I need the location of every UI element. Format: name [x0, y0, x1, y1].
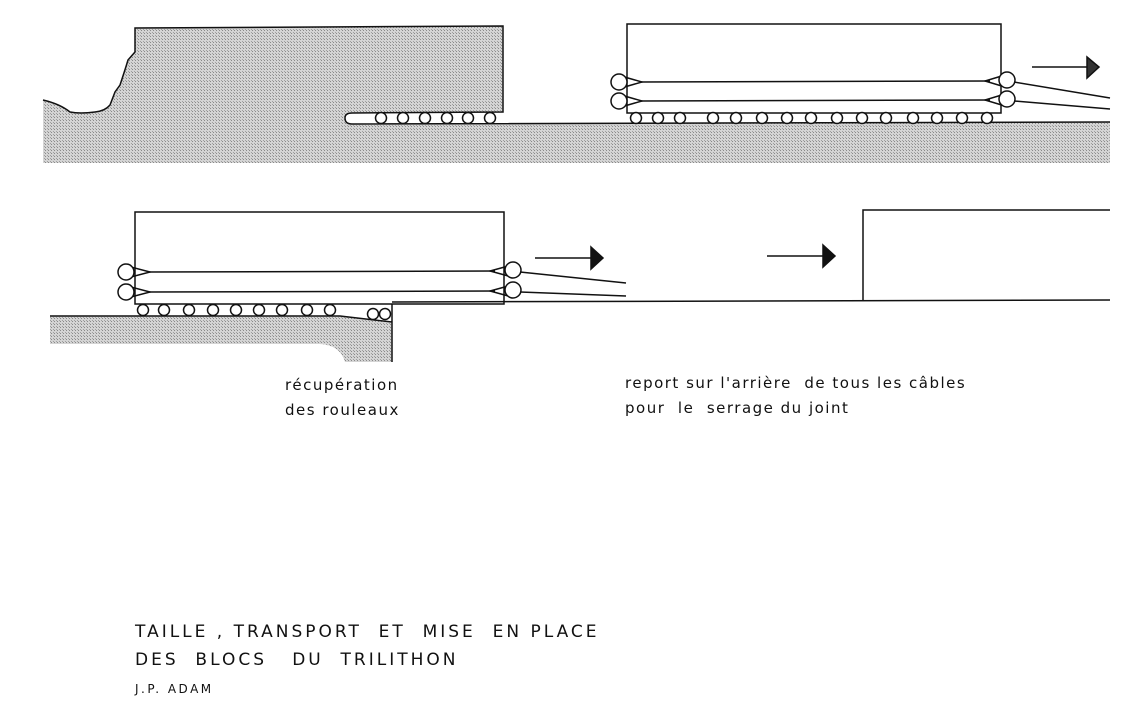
block-positioning [134, 211, 505, 305]
cables-bottom [117, 261, 627, 301]
cables-top [610, 71, 1111, 110]
caption-line-1: TAILLE , TRANSPORT ET MISE EN PLACE [135, 622, 600, 642]
label-line: récupération [285, 376, 399, 394]
roller-recovery-label: récupération des rouleaux [285, 373, 400, 423]
arrow-bottom-2 [767, 243, 837, 269]
ground-bottom-left [50, 316, 392, 362]
rollers-quarry [374, 111, 497, 125]
caption-line-2: DES BLOCS DU TRILITHON [135, 650, 459, 670]
placed-block [862, 209, 1110, 300]
label-line: report sur l'arrière de tous les câbles [625, 374, 967, 392]
label-line: des rouleaux [285, 401, 400, 419]
upper-course-line [391, 299, 1111, 303]
label-line: pour le serrage du joint [625, 399, 850, 417]
quarry-and-ground [43, 26, 1110, 163]
caption-author: J.P. ADAM [135, 682, 214, 696]
quarry-outline [42, 25, 1111, 125]
arrow-top [1032, 55, 1101, 80]
arrow-bottom-1 [535, 245, 605, 271]
rollers-bottom [136, 303, 392, 321]
caption-title: TAILLE , TRANSPORT ET MISE EN PLACE DES … [135, 618, 600, 674]
cable-transfer-label: report sur l'arrière de tous les câbles … [625, 371, 966, 421]
rollers-top-right [629, 111, 994, 125]
